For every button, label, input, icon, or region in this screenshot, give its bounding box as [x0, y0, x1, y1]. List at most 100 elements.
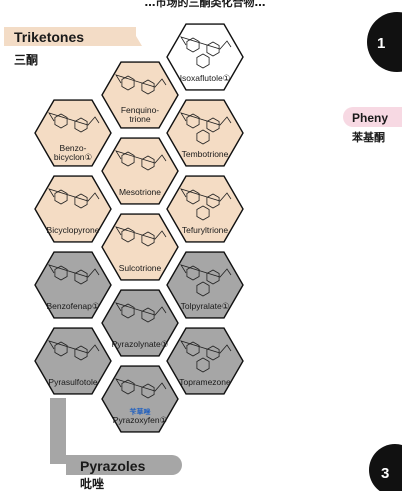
compound-hex: Fenquino-trione [101, 61, 179, 129]
compound-name: Fenquino- [121, 105, 159, 115]
hexagon-cell [34, 175, 112, 243]
structure-ring [74, 193, 88, 209]
compound-hex: Pyrazolynate① [101, 289, 179, 357]
compound-name: Tefuryltrione [182, 225, 229, 235]
structure-ring [54, 341, 68, 357]
structure-ring [186, 189, 200, 205]
hexagon-cell [101, 365, 179, 433]
compound-hexagons: Isoxaflutole①Fenquino-trioneBenzo-bicycl… [34, 23, 244, 433]
structure-ring [121, 379, 135, 395]
structure-ring [206, 269, 220, 285]
structure-bond [180, 36, 232, 50]
badge-1-circle [367, 12, 402, 72]
compound-name: Benzofenap① [47, 301, 100, 311]
structure-ring [196, 281, 210, 297]
compound-hex: Benzofenap① [34, 251, 112, 319]
compound-name: Bicyclopyrone [47, 225, 100, 235]
structure-ring [74, 117, 88, 133]
triketones-pill [4, 27, 142, 46]
compound-name: Tembotrione [182, 149, 229, 159]
structure-bond [48, 264, 100, 278]
compound-hex: Tembotrione [166, 99, 244, 167]
compound-name: Mesotrione [119, 187, 161, 197]
structure-bond [115, 378, 167, 392]
pyrazoles-pill [66, 455, 182, 475]
phenyl-title: Pheny [352, 111, 388, 125]
hexagon-cell [166, 327, 244, 395]
structure-bond [48, 188, 100, 202]
structure-bond [48, 112, 100, 126]
hexagon-cell [166, 99, 244, 167]
structure-ring [121, 227, 135, 243]
structure-ring [121, 151, 135, 167]
hexagon-cell [101, 137, 179, 205]
badge-3-circle [369, 444, 402, 491]
compound-hex: Mesotrione [101, 137, 179, 205]
pyrazoles-subtitle: 吡唑 [80, 476, 104, 491]
structure-ring [186, 37, 200, 53]
hexagon-cell [101, 289, 179, 357]
pyrazoles-connector [50, 398, 66, 464]
compound-name: Benzo- [60, 143, 87, 153]
structure-ring [196, 357, 210, 373]
structure-bond [115, 302, 167, 316]
compound-name: Isoxaflutole① [180, 73, 231, 83]
compound-hex: Pyrasulfotole [34, 327, 112, 395]
structure-ring [186, 113, 200, 129]
structure-bond [115, 226, 167, 240]
structure-bond [115, 74, 167, 88]
compound-hex: Topramezone [166, 327, 244, 395]
structure-ring [54, 189, 68, 205]
compound-hex: Tolpyralate① [166, 251, 244, 319]
hexagon-cell [101, 213, 179, 281]
pyrazoles-title: Pyrazoles [80, 458, 146, 474]
structure-bond [48, 340, 100, 354]
structure-ring [206, 41, 220, 57]
structure-ring [141, 79, 155, 95]
compound-hex: Sulcotrione [101, 213, 179, 281]
triketones-subtitle: 三酮 [14, 53, 38, 67]
hexagon-cell [166, 175, 244, 243]
hexagon-cell [166, 251, 244, 319]
structure-ring [121, 75, 135, 91]
structure-ring [54, 265, 68, 281]
hexagon-cell [101, 61, 179, 129]
structure-ring [196, 129, 210, 145]
structure-ring [206, 117, 220, 133]
structure-bond [180, 112, 232, 126]
badge-1-text: 1 [377, 35, 385, 52]
structure-ring [186, 341, 200, 357]
pyrazoles-group-label: Pyrazoles 吡唑 [66, 455, 182, 491]
structure-bond [180, 188, 232, 202]
compound-hex: Isoxaflutole① [166, 23, 244, 91]
structure-ring [74, 345, 88, 361]
compound-name: trione [129, 114, 151, 124]
structure-ring [141, 155, 155, 171]
structure-bond [180, 264, 232, 278]
structure-ring [196, 205, 210, 221]
structure-ring [196, 53, 210, 69]
compound-name: Pyrazoxyfen① [113, 415, 167, 425]
compound-name: Sulcotrione [119, 263, 162, 273]
structure-ring [74, 269, 88, 285]
badge-3-text: 3 [381, 465, 389, 482]
hexagon-cell [34, 99, 112, 167]
compound-hex: Bicyclopyrone [34, 175, 112, 243]
compound-name: Pyrasulfotole [48, 377, 97, 387]
hexagon-cell [34, 327, 112, 395]
compound-name: Pyrazolynate① [112, 339, 169, 349]
structure-bond [115, 150, 167, 164]
hexagon-cell [34, 251, 112, 319]
structure-ring [186, 265, 200, 281]
structure-bond [180, 340, 232, 354]
structure-ring [141, 231, 155, 247]
structure-ring [141, 383, 155, 399]
top-banner: …市场的三酮类化合物… [145, 0, 266, 9]
triketones-title: Triketones [14, 29, 84, 45]
hexagon-cell [166, 23, 244, 91]
phenyl-subtitle: 苯基酮 [351, 130, 385, 144]
compound-hex: Tefuryltrione [166, 175, 244, 243]
compound-name: Topramezone [179, 377, 231, 387]
structure-ring [54, 113, 68, 129]
